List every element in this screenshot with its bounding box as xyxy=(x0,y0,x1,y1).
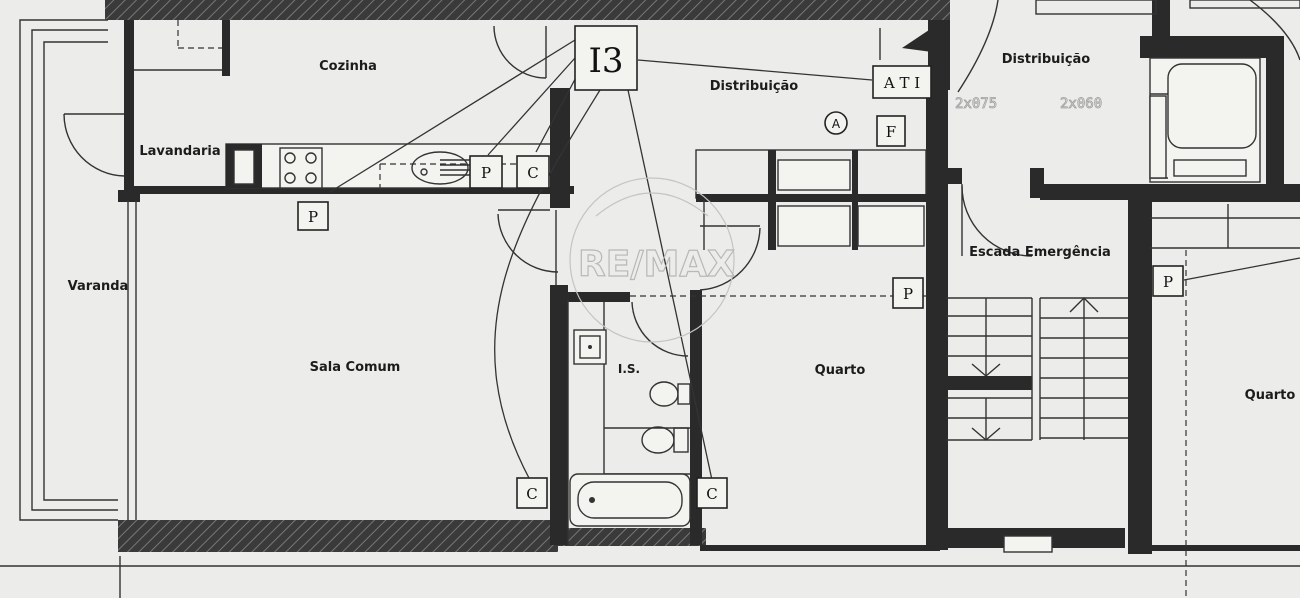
room-label-varanda: Varanda xyxy=(68,279,129,294)
p-box-quarto xyxy=(892,277,924,309)
watermark-text: RE/MAX xyxy=(578,244,735,285)
right-unit xyxy=(957,0,1300,598)
wardrobes xyxy=(695,149,928,250)
p-label-right: P xyxy=(1163,273,1173,291)
watermark: RE/MAX xyxy=(569,177,736,343)
p-label-sala: P xyxy=(308,208,318,226)
kitchen xyxy=(134,20,574,194)
room-label-distribuicao-right: Distribuição xyxy=(1002,52,1091,67)
room-label-cozinha: Cozinha xyxy=(319,59,377,74)
room-label-escada: Escada Emergência xyxy=(969,245,1111,260)
room-labels: Cozinha Lavandaria Varanda Sala Comum Di… xyxy=(68,52,1296,403)
c-box-quarto xyxy=(696,477,728,509)
p-box-kitchen xyxy=(469,155,503,189)
c-label-quarto: C xyxy=(706,485,717,503)
p-box-sala xyxy=(297,201,329,231)
ati-box xyxy=(872,65,932,99)
a-circle xyxy=(824,111,848,135)
room-label-is: I.S. xyxy=(618,362,640,376)
room-label-sala-comum: Sala Comum xyxy=(310,360,401,375)
svg-text:2x075: 2x075 xyxy=(955,96,997,112)
c-box-kitchen xyxy=(516,155,550,189)
c-label-kitchen: C xyxy=(527,164,538,182)
room-label-distribuicao: Distribuição xyxy=(710,79,799,94)
varanda-outline xyxy=(0,19,1300,598)
a-circle-label: A xyxy=(832,117,841,131)
panel-box xyxy=(574,25,638,91)
room-label-lavandaria: Lavandaria xyxy=(139,144,220,159)
svg-text:2x060: 2x060 xyxy=(1060,96,1102,112)
f-label: F xyxy=(886,123,896,141)
c-box-sala xyxy=(516,477,548,509)
bathroom-fixtures xyxy=(567,300,691,545)
electrical-symbols: I3 A T I F A P P P P C C C xyxy=(297,25,1184,509)
ati-label: A T I xyxy=(883,74,920,92)
c-label-sala: C xyxy=(526,485,537,503)
dimension-marks: 2x075 2x060 xyxy=(955,96,1103,113)
p-label-quarto: P xyxy=(903,285,913,303)
f-box xyxy=(876,115,906,147)
p-label-kitchen: P xyxy=(481,164,491,182)
room-label-quarto-right: Quarto xyxy=(1245,388,1296,403)
room-label-quarto: Quarto xyxy=(815,363,866,378)
p-box-right xyxy=(1152,265,1184,297)
panel-label: I3 xyxy=(588,41,623,81)
wiring-lines xyxy=(329,39,1300,481)
stairs xyxy=(940,168,1152,554)
